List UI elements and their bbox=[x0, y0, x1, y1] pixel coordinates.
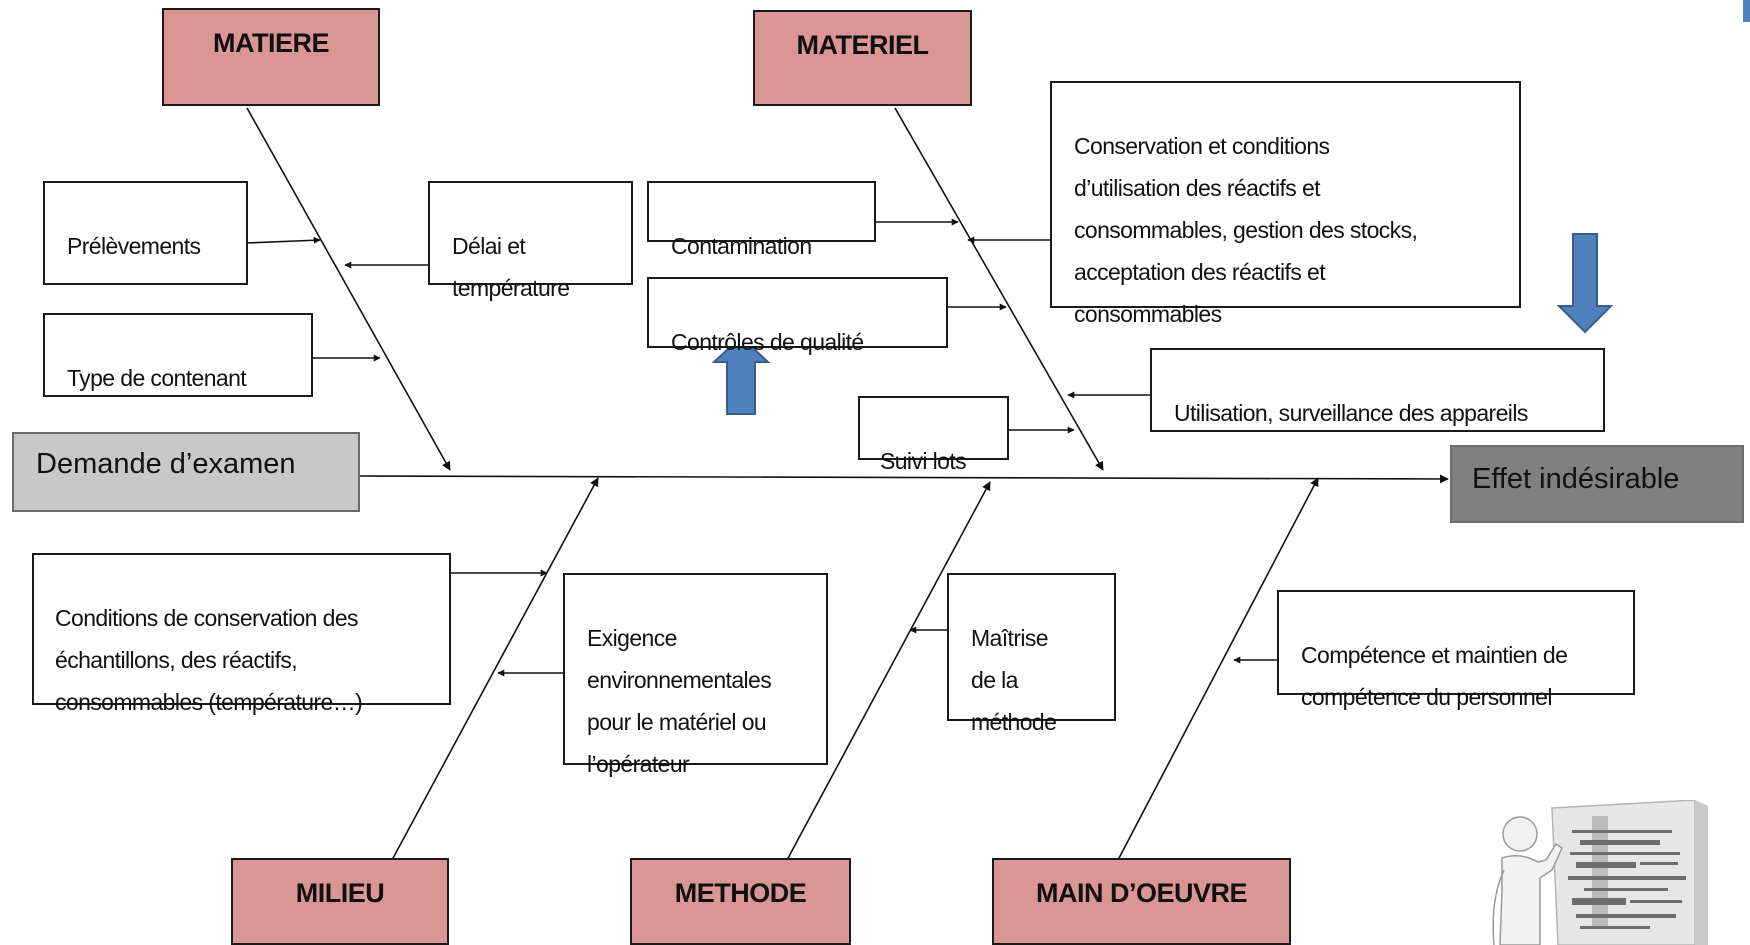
cause-controles-text: Contrôles de qualité bbox=[671, 329, 864, 355]
category-matiere: MATIERE bbox=[162, 8, 380, 106]
category-main-oeuvre: MAIN D’OEUVRE bbox=[992, 858, 1291, 945]
cause-appareils-text: Utilisation, surveillance des appareils bbox=[1174, 400, 1528, 426]
cause-competence-text: Compétence et maintien de compétence du … bbox=[1301, 642, 1568, 710]
cause-contenant-text: Type de contenant bbox=[67, 365, 247, 391]
start-box: Demande d’examen bbox=[12, 432, 360, 512]
cause-maitrise: Maîtrise de la méthode bbox=[947, 573, 1116, 735]
effect-box: Effet indésirable bbox=[1450, 445, 1744, 523]
cause-conservation-reactifs-text: Conservation et conditions d’utilisation… bbox=[1074, 133, 1418, 327]
bone-matiere bbox=[246, 107, 451, 471]
bone-methode bbox=[786, 481, 991, 861]
blue-down-arrow-icon bbox=[1556, 233, 1614, 334]
cause-exigence: Exigence environnementales pour le matér… bbox=[563, 573, 828, 777]
category-materiel-label: MATERIEL bbox=[796, 30, 930, 60]
cause-suivi-lots-text: Suivi lots bbox=[880, 448, 967, 474]
cause-exigence-text: Exigence environnementales pour le matér… bbox=[587, 625, 772, 777]
cause-contamination-text: Contamination bbox=[671, 233, 812, 259]
cause-suivi-lots: Suivi lots bbox=[858, 396, 1009, 474]
category-matiere-label: MATIERE bbox=[213, 28, 330, 58]
cause-prelevements: Prélèvements bbox=[43, 181, 248, 285]
category-milieu-label: MILIEU bbox=[295, 878, 385, 908]
effect-label: Effet indésirable bbox=[1472, 463, 1680, 495]
bone-milieu bbox=[391, 477, 599, 861]
category-milieu: MILIEU bbox=[231, 858, 449, 945]
blue-up-arrow-icon bbox=[711, 335, 771, 415]
category-methode-label: METHODE bbox=[674, 878, 807, 908]
category-main-oeuvre-label: MAIN D’OEUVRE bbox=[1035, 878, 1248, 908]
edge-mark bbox=[1743, 0, 1750, 22]
cause-maitrise-text: Maîtrise de la méthode bbox=[971, 625, 1057, 735]
cause-appareils: Utilisation, surveillance des appareils bbox=[1150, 348, 1605, 432]
cause-prelevements-text: Prélèvements bbox=[67, 233, 201, 259]
person-pushing-word-cloud-board-icon bbox=[1492, 800, 1708, 945]
cause-delai-text: Délai et température bbox=[452, 233, 570, 301]
cause-conservation-echantillons: Conditions de conservation des échantill… bbox=[32, 553, 451, 715]
start-label: Demande d’examen bbox=[36, 448, 296, 480]
spine-line bbox=[357, 474, 1449, 484]
category-methode: METHODE bbox=[630, 858, 851, 945]
cause-contamination: Contamination bbox=[647, 181, 876, 259]
bone-main-oeuvre bbox=[1117, 477, 1319, 861]
arrow-prelevements bbox=[246, 236, 321, 244]
category-materiel: MATERIEL bbox=[753, 10, 972, 106]
cause-controles: Contrôles de qualité bbox=[647, 277, 948, 355]
cause-conservation-echantillons-text: Conditions de conservation des échantill… bbox=[55, 605, 363, 715]
cause-competence: Compétence et maintien de compétence du … bbox=[1277, 590, 1635, 710]
cause-conservation-reactifs: Conservation et conditions d’utilisation… bbox=[1050, 81, 1521, 327]
cause-delai: Délai et température bbox=[428, 181, 633, 301]
bone-materiel bbox=[894, 107, 1104, 471]
cause-contenant: Type de contenant bbox=[43, 313, 313, 397]
